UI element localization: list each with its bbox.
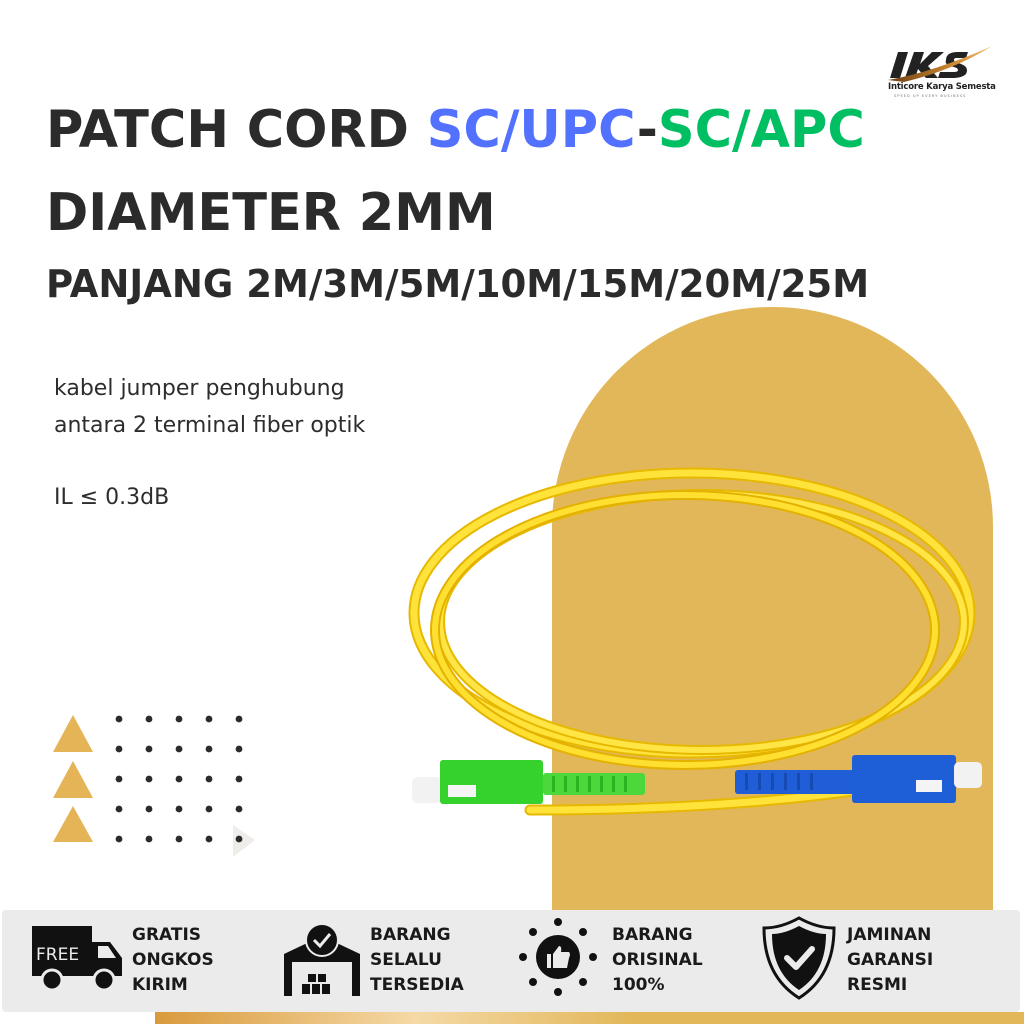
sc-upc-connector xyxy=(735,755,982,803)
badge-line: ONGKOS xyxy=(132,950,214,970)
warehouse-check-icon xyxy=(284,923,360,996)
original-thumbs-up-badge-icon xyxy=(519,918,597,996)
connector-apc-label: SC/APC xyxy=(657,100,865,160)
description-line-2: antara 2 terminal fiber optik xyxy=(54,413,366,438)
badge-warranty: JAMINAN GARANSI RESMI xyxy=(762,910,982,1012)
description-line-1: kabel jumper penghubung xyxy=(54,376,345,401)
gold-arch-background xyxy=(552,307,993,1017)
badge-original-text: BARANG ORISINAL 100% xyxy=(612,923,703,998)
headline-line-1: PATCH CORD SC/UPC-SC/APC xyxy=(46,100,865,160)
iks-logo-mark-icon xyxy=(888,46,992,82)
headline-prefix: PATCH CORD xyxy=(46,100,427,160)
product-description: kabel jumper penghubung antara 2 termina… xyxy=(54,370,365,444)
badge-free-shipping-text: GRATIS ONGKOS KIRIM xyxy=(132,923,214,998)
badge-always-available-text: BARANG SELALU TERSEDIA xyxy=(370,923,464,998)
benefits-footer-bar: FREE GRATIS ONGKOS KIRIM BARANG SELALU T… xyxy=(2,910,1020,1012)
headline-line-3: PANJANG 2M/3M/5M/10M/15M/20M/25M xyxy=(46,262,870,306)
badge-line: SELALU xyxy=(370,950,442,970)
badge-line: GARANSI xyxy=(847,950,934,970)
badge-line: JAMINAN xyxy=(847,925,932,945)
free-truck-icon: FREE xyxy=(32,926,122,992)
shield-check-icon xyxy=(762,916,836,1000)
dot-grid xyxy=(115,715,243,843)
sc-apc-connector xyxy=(412,760,645,804)
badge-line: ORISINAL xyxy=(612,950,703,970)
badge-line: BARANG xyxy=(612,925,693,945)
badge-line: KIRIM xyxy=(132,975,188,995)
gold-triangles xyxy=(53,715,93,842)
badge-line: GRATIS xyxy=(132,925,202,945)
badge-line: TERSEDIA xyxy=(370,975,464,995)
gold-bottom-strip xyxy=(155,1012,1024,1024)
connector-upc-label: SC/UPC xyxy=(426,100,637,160)
company-tagline: SPEED UP EVERY BUSINESS xyxy=(894,94,967,98)
company-logo: Inticore Karya Semesta SPEED UP EVERY BU… xyxy=(884,44,996,102)
company-name: Inticore Karya Semesta xyxy=(888,82,996,92)
headline-line-2: DIAMETER 2MM xyxy=(46,183,496,243)
fiber-patch-cord-image xyxy=(408,467,982,816)
badge-always-available: BARANG SELALU TERSEDIA xyxy=(282,910,502,1012)
badge-warranty-text: JAMINAN GARANSI RESMI xyxy=(847,923,933,998)
badge-free-shipping: FREE GRATIS ONGKOS KIRIM xyxy=(30,910,250,1012)
svg-text:FREE: FREE xyxy=(36,945,79,965)
headline-dash: - xyxy=(636,100,658,160)
badge-line: BARANG xyxy=(370,925,451,945)
insertion-loss-spec: IL ≤ 0.3dB xyxy=(54,485,170,510)
badge-line: RESMI xyxy=(847,975,908,995)
badge-original: BARANG ORISINAL 100% xyxy=(517,910,737,1012)
decorative-pattern xyxy=(53,715,255,857)
badge-line: 100% xyxy=(612,975,665,995)
